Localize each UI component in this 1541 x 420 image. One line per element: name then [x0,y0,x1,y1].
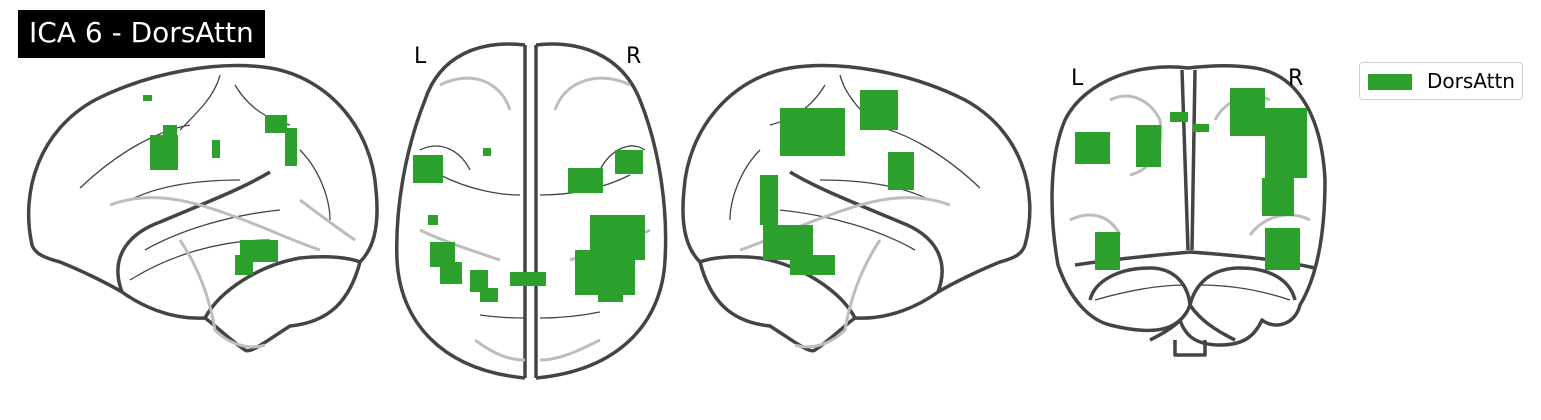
sagittal-right-activation [760,175,778,225]
sagittal-left-sulcus [299,149,331,221]
sagittal-right-outline [681,63,1032,353]
coronal-outline [1050,63,1327,347]
sagittal-left-outline [26,63,379,353]
legend-swatch [1368,74,1412,90]
sagittal-right-sulcus [869,124,981,189]
sagittal-left-activation [235,255,253,275]
axial-activation [575,250,635,295]
sagittal-left-activation [285,128,297,166]
coronal-activation [1075,132,1110,164]
sagittal-left-activation [212,140,220,158]
coronal-activation [1262,178,1294,216]
axial-sulcus [419,145,471,171]
axial-sulcus [599,145,646,171]
coronal-gray-sulcus [1248,213,1311,236]
axial-sulcus [539,311,601,319]
axial-gray-sulcus [419,228,501,262]
figure-title: ICA 6 - DorsAttn [18,10,265,58]
sagittal-left-temporal-line [116,170,271,293]
axial-right-label: R [626,44,642,69]
axial-gray-sulcus [539,338,601,362]
axial-activation [483,148,491,156]
axial-activation [470,270,488,292]
coronal-midline [1180,69,1197,251]
axial-activation [510,272,546,286]
sagittal-left-sulcus [144,209,281,251]
axial-activation [480,288,498,302]
sagittal-right-sulcus [779,209,916,251]
sagittal-right-activation [763,225,813,260]
sagittal-left-view [26,63,379,353]
legend: DorsAttn [1359,62,1523,100]
sagittal-left-activation [143,95,152,101]
sagittal-right-view [681,63,1032,353]
coronal-activation [1170,112,1188,122]
coronal-activation [1265,108,1307,178]
coronal-activation [1265,228,1300,270]
axial-gray-sulcus [439,76,512,111]
sagittal-right-sulcus [819,179,931,201]
sagittal-right-gray-sulcus [794,239,882,349]
axial-activation [615,150,643,174]
sagittal-left-gray-sulcus [109,196,321,252]
coronal-activation [1136,125,1161,167]
axial-activation [428,215,438,225]
coronal-left-label: L [1071,66,1084,91]
sagittal-left-activation [163,125,177,137]
sagittal-left-sulcus [129,179,241,201]
axial-activation [568,168,603,193]
sagittal-right-activation [790,255,835,275]
coronal-gray-sulcus [1069,213,1122,236]
sagittal-right-sulcus [729,149,761,221]
axial-gray-sulcus [474,338,526,362]
axial-left-label: L [414,44,427,69]
axial-view [395,42,668,380]
sagittal-left-cerebellum-line [203,255,361,319]
sagittal-right-temporal-line [789,170,944,293]
axial-outline-right [535,42,668,380]
sagittal-left-activation [265,115,287,133]
sagittal-left-sulcus [179,74,221,131]
sagittal-left-gray-sulcus [299,198,356,242]
sagittal-right-activation [888,152,914,190]
legend-label: DorsAttn [1427,69,1515,93]
sagittal-left-gray-sulcus [178,239,266,349]
axial-gray-sulcus [553,76,631,111]
coronal-activation [1230,88,1265,136]
sagittal-right-activation [780,108,845,156]
axial-outline-left [395,42,526,380]
axial-sulcus [479,314,526,319]
axial-sulcus [439,174,521,196]
coronal-activation [1095,232,1120,270]
coronal-view [1050,63,1327,357]
coronal-sulcus [1199,284,1291,301]
axial-activation [440,262,462,284]
coronal-activation [1193,124,1209,132]
coronal-right-label: R [1288,66,1304,91]
coronal-sulcus [1094,284,1186,301]
axial-midline [523,45,538,378]
axial-activation [598,290,623,302]
axial-activation [413,155,443,183]
sagittal-left-sulcus [79,124,191,189]
sagittal-right-activation [860,90,898,130]
coronal-cerebellum [1088,266,1297,357]
sagittal-left-activation [150,135,178,170]
